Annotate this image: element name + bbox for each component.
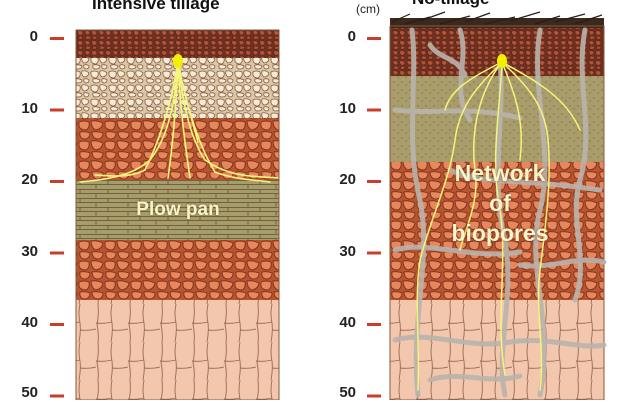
right-depth-tick-dash — [367, 323, 381, 326]
right-depth-tick-dash — [367, 108, 381, 112]
left-depth-tick-label: 0 — [29, 28, 38, 45]
left-root-system — [79, 61, 279, 183]
right-surface-residue — [391, 11, 603, 25]
left-depth-tick-label: 10 — [21, 99, 38, 117]
right-depth-tick-dash — [367, 180, 381, 183]
right-depth-tick-label: 10 — [339, 99, 356, 117]
right-pink-subsoil — [390, 300, 604, 400]
right-depth-tick-label: 50 — [339, 384, 356, 401]
left-orange-topsoil — [76, 118, 279, 180]
left-depth-tick-dash — [50, 251, 64, 255]
right-depth-tick-label: 20 — [339, 171, 356, 188]
left-depth-tick-dash — [50, 180, 64, 183]
left-plow-pan-layer — [76, 180, 279, 242]
plow-pan-label: Plow pan — [136, 199, 220, 220]
left-seed-icon — [173, 54, 183, 68]
left-depth-tick-label: 50 — [21, 384, 38, 401]
left-pink-subsoil — [76, 300, 279, 400]
right-dark-topsoil — [390, 28, 604, 78]
depth-unit-label: (cm) — [356, 2, 380, 16]
left-orange-subsoil — [76, 240, 279, 302]
right-seed-icon — [497, 54, 507, 68]
left-depth-tick-label: 20 — [21, 171, 38, 188]
biopore-network-label: Network of biopores — [425, 158, 575, 248]
right-depth-tick-label: 30 — [339, 242, 356, 260]
biopore-label-line-2: of — [489, 190, 511, 216]
right-depth-tick-dash — [367, 251, 381, 255]
left-depth-tick-label: 30 — [21, 242, 38, 260]
biopore-label-line-3: biopores — [451, 220, 549, 246]
right-root-system — [416, 61, 581, 391]
left-depth-tick-dash — [50, 394, 64, 398]
right-residue-layer — [390, 18, 604, 30]
left-soil-profile — [75, 29, 280, 401]
right-depth-tick-dash — [367, 37, 381, 40]
right-soil-profile — [389, 11, 607, 401]
depth-tick-marks — [50, 37, 381, 398]
left-depth-tick-dash — [50, 37, 64, 40]
right-depth-tick-label: 0 — [347, 28, 356, 45]
left-depth-tick-dash — [50, 108, 64, 112]
left-depth-tick-label: 40 — [21, 314, 38, 331]
left-depth-tick-dash — [50, 323, 64, 326]
left-panel-title: Intensive tillage — [92, 0, 220, 13]
right-depth-tick-dash — [367, 394, 381, 398]
biopore-label-line-1: Network — [454, 160, 546, 186]
right-panel-title: No-tillage — [412, 0, 489, 9]
right-depth-tick-label: 40 — [339, 314, 356, 331]
